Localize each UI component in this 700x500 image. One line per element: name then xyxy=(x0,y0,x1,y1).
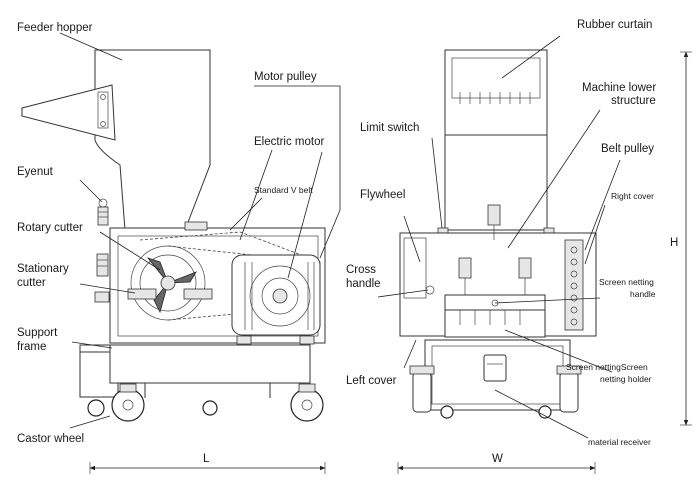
label-support-frame-1: Support xyxy=(17,327,58,339)
label-machine-lower-structure-1: Machine lower xyxy=(582,82,656,94)
feeder-hopper-shape xyxy=(94,49,211,231)
dim-label-length: L xyxy=(203,453,210,465)
flywheel-part xyxy=(403,237,427,299)
v-belt-line xyxy=(167,245,281,321)
right-cover-part xyxy=(564,239,584,331)
label-stationary-cutter-2: cutter xyxy=(17,277,46,289)
screen-netting-holder-part xyxy=(444,294,546,338)
side-view xyxy=(21,32,341,429)
label-cross-handle-2: handle xyxy=(346,278,381,290)
label-material-receiver: material receiver xyxy=(588,437,651,447)
label-cross-handle-1: Cross xyxy=(346,264,376,276)
label-eyenut: Eyenut xyxy=(17,166,54,178)
label-flywheel: Flywheel xyxy=(360,189,405,201)
label-rotary-cutter: Rotary cutter xyxy=(17,222,83,234)
dim-label-height: H xyxy=(670,237,678,249)
eyenut-part xyxy=(97,198,109,226)
label-limit-switch: Limit switch xyxy=(360,122,419,134)
labels: Feeder hopper Eyenut Rotary cutter Stati… xyxy=(17,19,678,465)
label-belt-pulley: Belt pulley xyxy=(601,143,654,155)
label-support-frame-2: frame xyxy=(17,341,46,353)
label-rubber-curtain: Rubber curtain xyxy=(577,19,652,31)
electric-motor-part xyxy=(231,254,321,336)
label-left-cover: Left cover xyxy=(346,375,397,387)
label-machine-lower-structure-2: structure xyxy=(611,95,656,107)
label-screen-netting-holder-2: netting holder xyxy=(600,374,652,384)
label-feeder-hopper: Feeder hopper xyxy=(17,22,93,34)
dimension-lines xyxy=(89,51,692,474)
feeder-spout xyxy=(21,84,116,141)
label-screen-netting-handle-2: handle xyxy=(630,289,656,299)
label-electric-motor: Electric motor xyxy=(254,136,324,148)
stationary-bolt xyxy=(94,253,110,303)
label-castor-wheel: Castor wheel xyxy=(17,433,84,445)
castor-wheels-front xyxy=(409,365,582,419)
castor-wheels-side xyxy=(87,383,324,422)
rubber-curtain-part xyxy=(459,92,531,104)
label-right-cover: Right cover xyxy=(611,191,654,201)
label-motor-pulley: Motor pulley xyxy=(254,71,317,83)
material-receiver-part xyxy=(483,354,507,382)
label-standard-v-belt: Standard V belt xyxy=(254,185,313,195)
dim-label-width: W xyxy=(492,453,503,465)
label-stationary-cutter-1: Stationary xyxy=(17,263,69,275)
label-screen-netting-handle-1: Screen netting xyxy=(599,277,654,287)
label-screen-netting-holder-1: Screen nettingScreen xyxy=(566,362,648,372)
rotary-cutter-part xyxy=(127,245,213,321)
front-view xyxy=(377,35,621,439)
support-frame-part xyxy=(79,344,311,398)
